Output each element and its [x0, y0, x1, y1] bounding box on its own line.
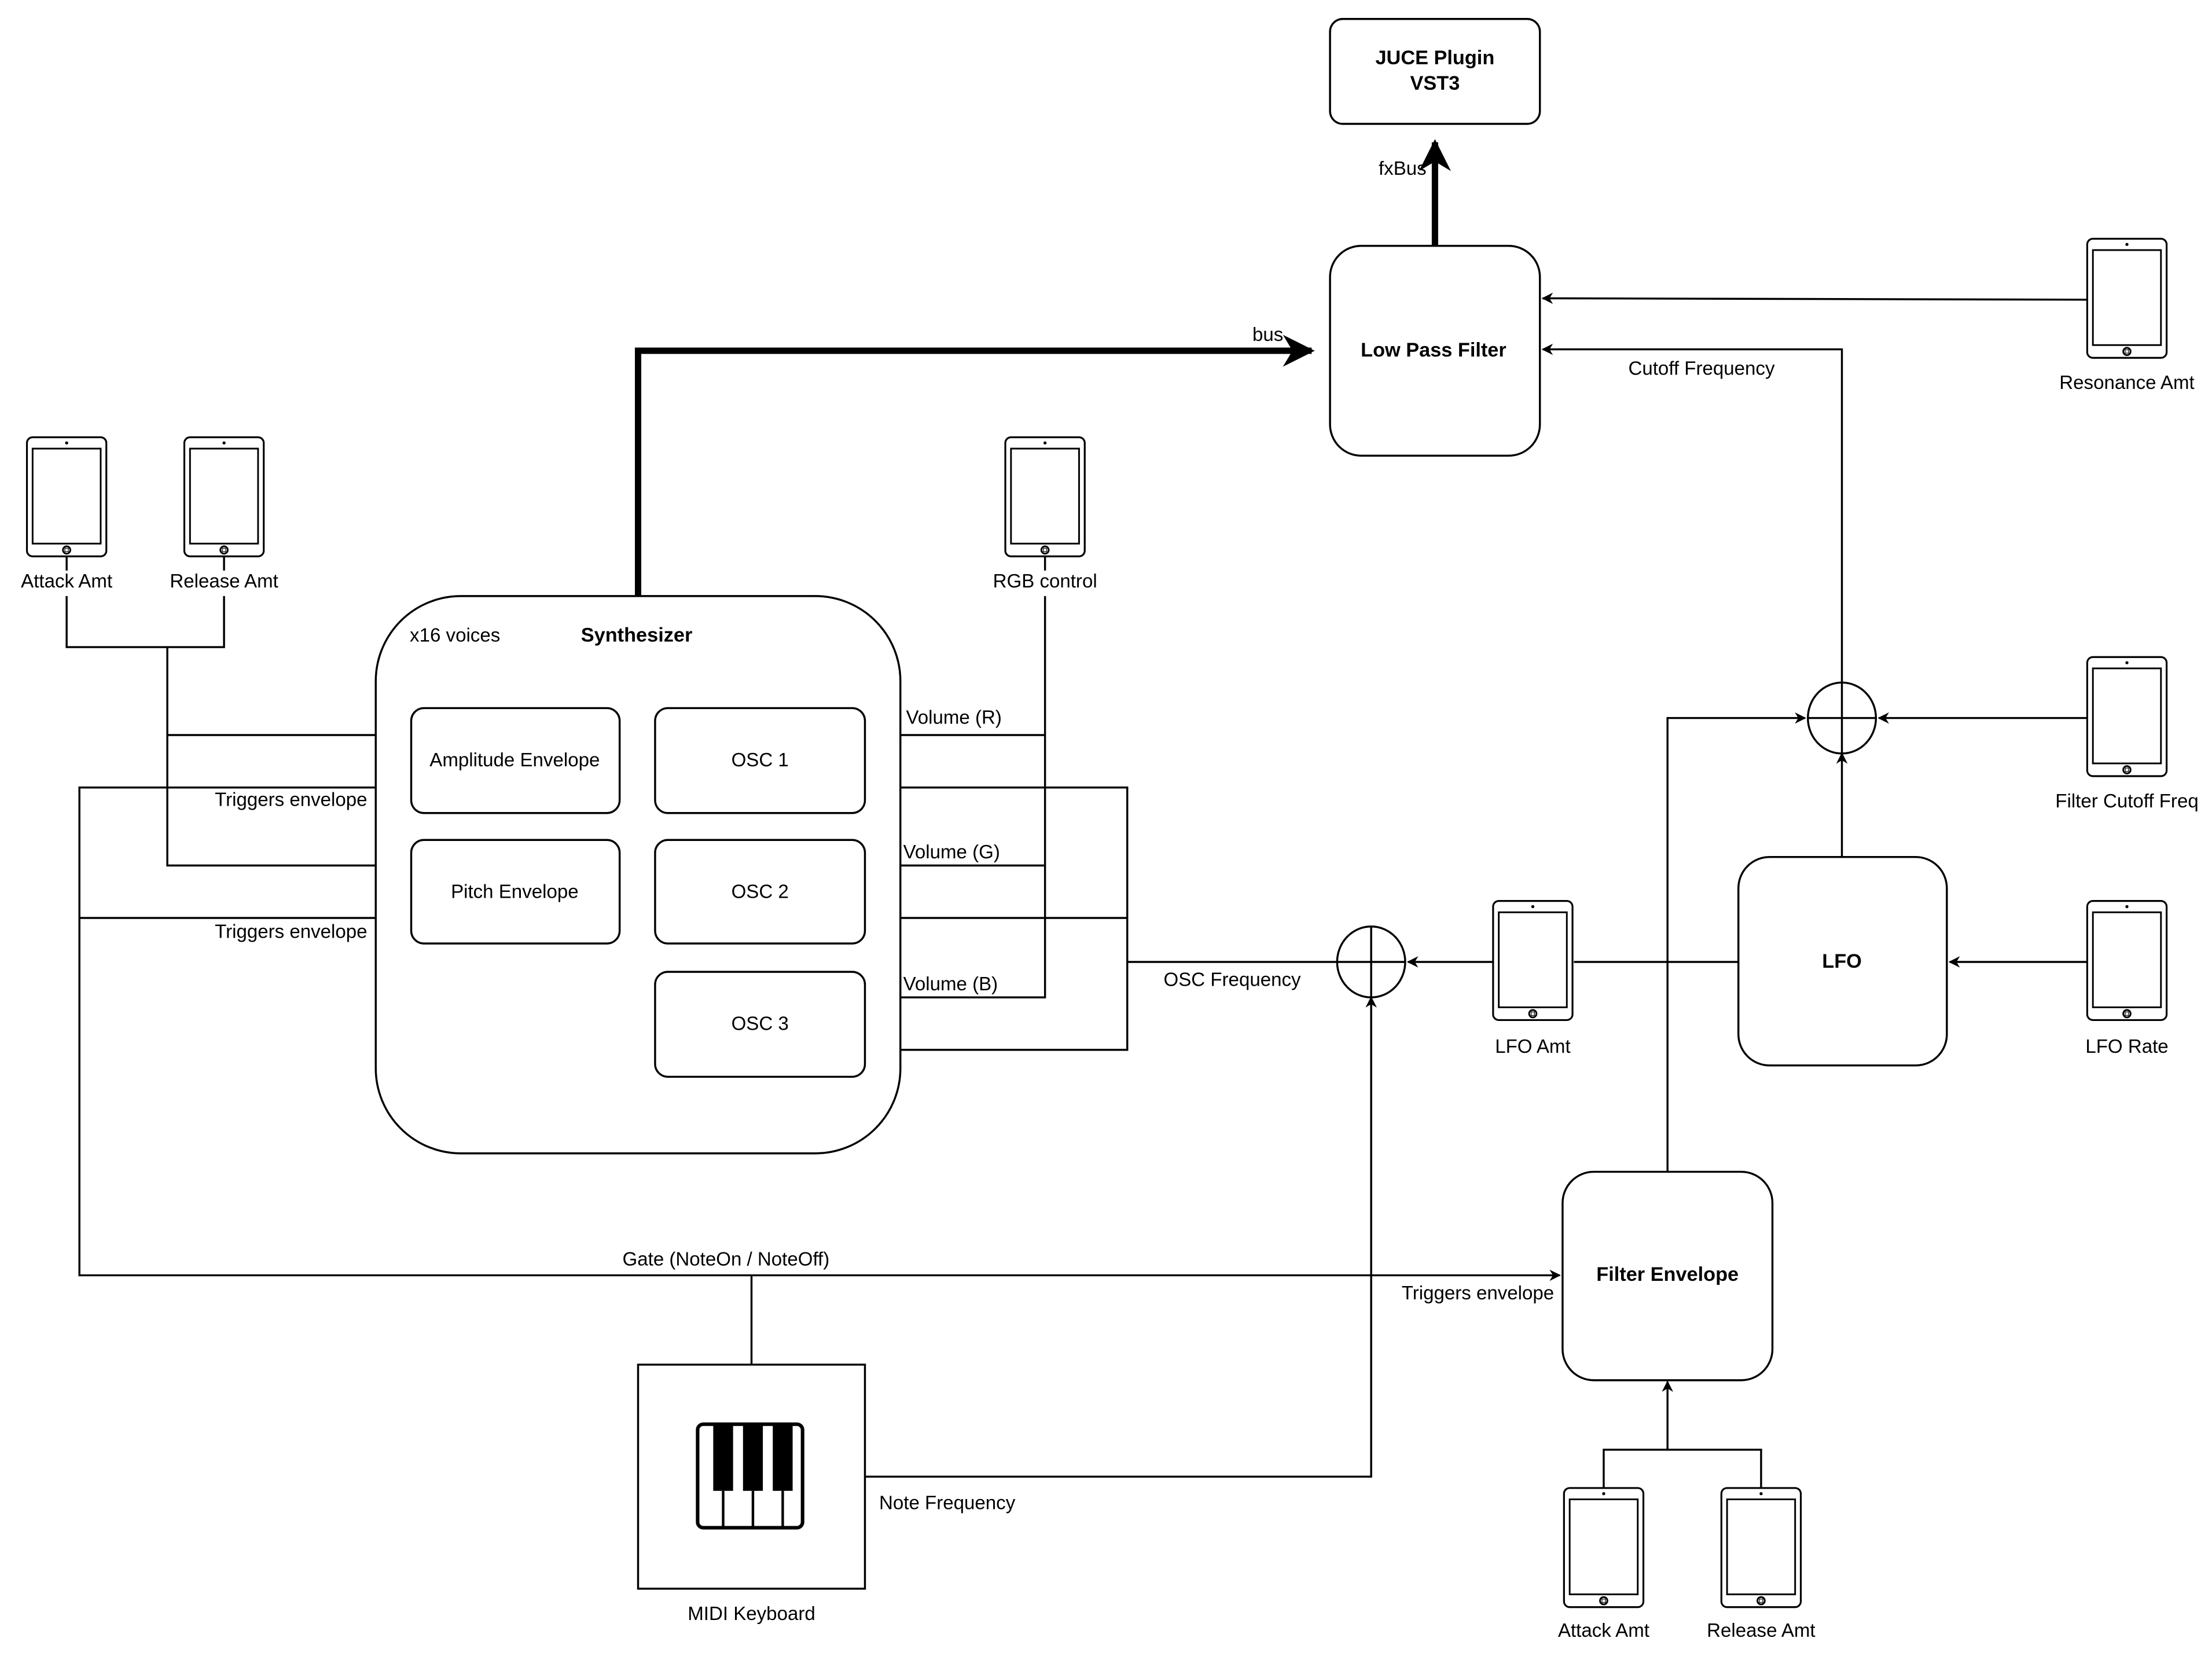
- synthesizer-label: Synthesizer: [581, 624, 693, 646]
- juce-plugin-line1: JUCE Plugin: [1375, 47, 1494, 69]
- filter-envelope-node[interactable]: Filter Envelope: [1561, 1170, 1774, 1382]
- voices-label: x16 voices: [410, 625, 500, 646]
- osc2-label: OSC 2: [732, 881, 789, 903]
- volume-r-label: Volume (R): [906, 707, 1002, 728]
- juce-plugin-line2: VST3: [1410, 72, 1460, 94]
- osc-frequency-adder: [1336, 925, 1406, 998]
- amplitude-envelope-label: Amplitude Envelope: [429, 750, 600, 771]
- gate-label: Gate (NoteOn / NoteOff): [623, 1248, 830, 1270]
- rgb-control-label: RGB control: [993, 571, 1097, 592]
- edge-osc-frequency: [866, 781, 1338, 963]
- tablet-icon: [1004, 436, 1086, 557]
- release-amt-left-label: Release Amt: [170, 571, 278, 592]
- note-frequency-label: Note Frequency: [879, 1493, 1016, 1514]
- resonance-amt-label: Resonance Amt: [2059, 372, 2194, 394]
- tablet-icon: [25, 436, 108, 557]
- filter-cutoff-freq-control[interactable]: Filter Cutoff Freq: [2055, 656, 2199, 812]
- triggers-envelope-label-3: Triggers envelope: [1402, 1283, 1554, 1304]
- osc3-label: OSC 3: [732, 1013, 789, 1035]
- attack-amt-left-control[interactable]: Attack Amt: [21, 436, 112, 592]
- edge-bus: [634, 335, 1315, 596]
- attack-amt-bottom-control[interactable]: Attack Amt: [1558, 1487, 1649, 1641]
- rgb-control[interactable]: RGB control: [993, 436, 1097, 592]
- tablet-icon: [2086, 237, 2168, 359]
- lfo-node[interactable]: LFO: [1737, 855, 1948, 1067]
- triggers-envelope-label-2: Triggers envelope: [215, 921, 367, 942]
- midi-keyboard-node[interactable]: MIDI Keyboard: [637, 1364, 866, 1625]
- volume-b-label: Volume (B): [903, 974, 998, 995]
- tablet-icon: [1563, 1487, 1645, 1608]
- edge-resonance: [1541, 292, 2088, 304]
- pitch-envelope-node[interactable]: Pitch Envelope: [410, 839, 621, 945]
- edge-osc-frequency-osc3: [866, 961, 1129, 1056]
- release-amt-bottom-label: Release Amt: [1707, 1620, 1815, 1641]
- filter-envelope-label: Filter Envelope: [1596, 1263, 1739, 1285]
- tablet-icon: [1492, 900, 1574, 1022]
- low-pass-filter-label: Low Pass Filter: [1361, 339, 1506, 361]
- osc1-node[interactable]: OSC 1: [654, 707, 866, 814]
- juce-plugin-node[interactable]: JUCE Plugin VST3: [1329, 18, 1541, 125]
- resonance-amt-control[interactable]: Resonance Amt: [2059, 237, 2195, 394]
- low-pass-filter-node[interactable]: Low Pass Filter: [1329, 245, 1541, 457]
- fxbus-label: fxBus: [1379, 158, 1427, 179]
- cutoff-frequency-label: Cutoff Frequency: [1628, 358, 1774, 380]
- attack-amt-left-label: Attack Amt: [21, 571, 112, 592]
- lfo-amt-label: LFO Amt: [1495, 1036, 1570, 1057]
- midi-keyboard-label: MIDI Keyboard: [688, 1603, 815, 1625]
- lfo-label: LFO: [1822, 950, 1862, 972]
- piano-keys-icon: [696, 1422, 804, 1530]
- lfo-rate-control[interactable]: LFO Rate: [2085, 900, 2169, 1057]
- osc2-node[interactable]: OSC 2: [654, 839, 866, 945]
- osc-frequency-label: OSC Frequency: [1164, 969, 1302, 991]
- filter-cutoff-adder: [1807, 681, 1877, 755]
- edge-filter-env-to-adder: [1666, 712, 1806, 1172]
- edge-attack-release-left: [65, 596, 225, 648]
- edge-rgb-volume: [866, 596, 1046, 1004]
- lfo-rate-label: LFO Rate: [2085, 1036, 2168, 1057]
- triggers-envelope-label-1: Triggers envelope: [215, 789, 367, 810]
- tablet-icon: [183, 436, 265, 557]
- release-amt-bottom-control[interactable]: Release Amt: [1707, 1487, 1816, 1641]
- attack-amt-bottom-label: Attack Amt: [1558, 1620, 1649, 1641]
- edge-attack-release-bottom: [1603, 1449, 1762, 1488]
- lfo-amt-control[interactable]: LFO Amt: [1492, 900, 1574, 1057]
- release-amt-left-control[interactable]: Release Amt: [170, 436, 278, 592]
- amplitude-envelope-node[interactable]: Amplitude Envelope: [410, 707, 621, 814]
- bus-label: bus: [1252, 324, 1283, 346]
- tablet-icon: [1720, 1487, 1802, 1608]
- volume-g-label: Volume (G): [903, 842, 1000, 863]
- osc1-label: OSC 1: [732, 750, 789, 771]
- edge-note-frequency: [865, 996, 1377, 1478]
- filter-cutoff-freq-label: Filter Cutoff Freq: [2055, 791, 2198, 812]
- osc3-node[interactable]: OSC 3: [654, 971, 866, 1078]
- edge-cutoff-frequency: [1541, 343, 1843, 684]
- pitch-envelope-label: Pitch Envelope: [451, 881, 579, 903]
- tablet-icon: [2086, 900, 2168, 1022]
- tablet-icon: [2086, 656, 2168, 777]
